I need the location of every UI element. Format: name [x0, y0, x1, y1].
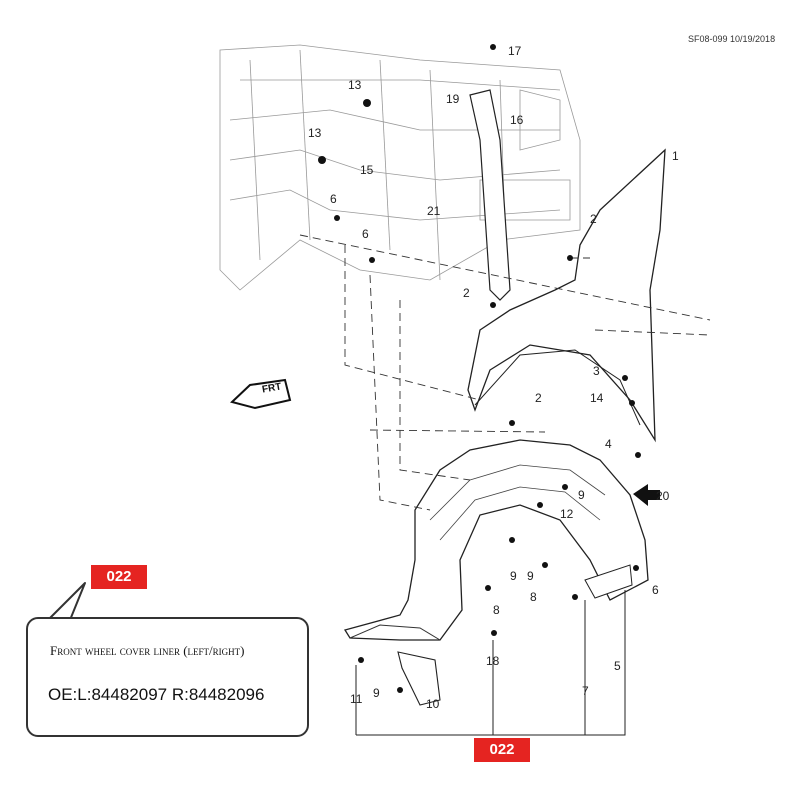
callout-18: 18: [486, 654, 500, 668]
callout-6a: 6: [652, 583, 659, 597]
callout-9a: 9: [578, 488, 585, 502]
callout-16: 16: [510, 113, 524, 127]
callout-6c: 6: [362, 227, 369, 241]
part-info-box: Front wheel cover liner (left/right) OE:…: [26, 617, 309, 737]
callout-20: 20: [656, 489, 670, 503]
callout-11: 11: [350, 692, 363, 706]
callout-9c: 9: [527, 569, 534, 583]
callout-7: 7: [582, 684, 589, 698]
splash-shield: [397, 651, 441, 706]
body-structure: [219, 44, 581, 291]
wheel-liner: [343, 439, 649, 641]
callout-2a: 2: [590, 212, 597, 226]
callout-6b: 6: [330, 192, 337, 206]
callout-12: 12: [560, 507, 574, 521]
callout-15: 15: [360, 163, 374, 177]
oe-numbers: OE:L:84482097 R:84482096: [48, 685, 265, 704]
callout-3: 3: [593, 364, 600, 378]
callout-2c: 2: [535, 391, 542, 405]
callout-13b: 13: [308, 126, 322, 140]
callout-5: 5: [614, 659, 621, 673]
callout-9b: 9: [510, 569, 517, 583]
callout-21: 21: [427, 204, 441, 218]
callout-numbers: 1 2 2 2 3 14 4 20 9 12 9 9 6 8 8 18 5 7 …: [308, 44, 679, 711]
part-badge-top: 022: [91, 565, 147, 589]
callout-10: 10: [426, 697, 440, 711]
view-arrow-icon: [633, 484, 660, 506]
callout-13a: 13: [348, 78, 362, 92]
callout-14: 14: [590, 391, 604, 405]
callout-9d: 9: [373, 686, 380, 700]
fasteners: [318, 44, 641, 693]
front-direction-arrow-icon: [230, 378, 292, 410]
diagram-reference: SF08-099 10/19/2018: [688, 34, 776, 44]
bracket-lines: [355, 590, 626, 736]
callout-pointer: [47, 582, 86, 621]
callout-8a: 8: [493, 603, 500, 617]
side-rail-seal: [469, 89, 511, 301]
callout-8b: 8: [530, 590, 537, 604]
callout-17: 17: [508, 44, 522, 58]
fender: [467, 148, 666, 443]
callout-4: 4: [605, 437, 612, 451]
callout-1: 1: [672, 149, 679, 163]
leader-lines: [299, 234, 711, 511]
callout-19: 19: [446, 92, 460, 106]
callout-2b: 2: [463, 286, 470, 300]
part-badge-bottom: 022: [474, 738, 530, 762]
part-title: Front wheel cover liner (left/right): [50, 643, 245, 658]
rear-bracket: [584, 564, 633, 599]
